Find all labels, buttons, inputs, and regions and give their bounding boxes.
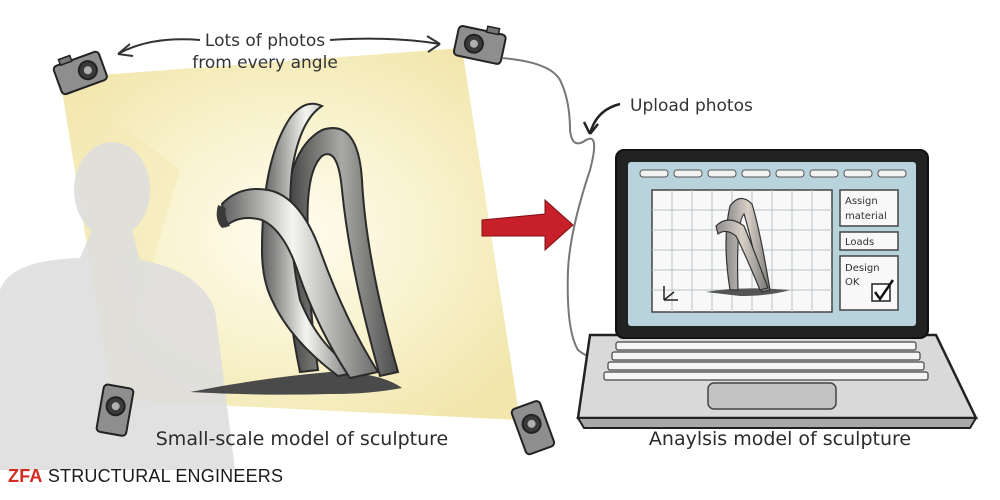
trackpad — [707, 382, 837, 410]
camera-top-right-icon — [452, 25, 507, 65]
camera-cable — [501, 57, 605, 360]
design-ok-panel[interactable]: Design OK — [839, 255, 899, 311]
assign-material-button[interactable]: Assign material — [839, 189, 899, 227]
mini-sculpture — [706, 197, 790, 296]
camera-bottom-left-icon — [95, 383, 135, 437]
loads-button[interactable]: Loads — [839, 231, 899, 251]
photos-label-line2: from every angle — [192, 53, 338, 73]
photos-annotation: Lots of photos from every angle — [117, 31, 441, 73]
sculpture-model — [190, 102, 402, 395]
design-label-line2: OK — [845, 277, 860, 288]
camera-top-left-icon — [52, 50, 108, 96]
person-silhouette — [0, 142, 235, 470]
upload-label: Upload photos — [630, 96, 753, 116]
camera-bottom-right-icon — [510, 400, 556, 456]
laptop: Assign material Loads Design OK — [576, 149, 978, 429]
red-arrow-icon — [481, 198, 574, 252]
brand-name: STRUCTURAL ENGINEERS — [47, 466, 284, 486]
keyboard — [603, 341, 929, 381]
checkbox-checked-icon — [871, 279, 895, 302]
upload-annotation: Upload photos — [582, 96, 753, 135]
analysis-caption: Anaylsis model of sculpture — [649, 428, 911, 450]
design-label-line1: Design — [845, 263, 880, 274]
model-caption: Small-scale model of sculpture — [156, 428, 448, 450]
photos-label-line1: Lots of photos — [205, 31, 325, 51]
brand-logo: ZFA STRUCTURAL ENGINEERS — [8, 466, 283, 487]
screen-tabs — [639, 169, 907, 178]
assign-label-line2: material — [845, 211, 887, 222]
assign-label-line1: Assign — [845, 196, 878, 207]
brand-acronym: ZFA — [8, 466, 43, 486]
loads-label: Loads — [845, 237, 874, 248]
axes-icon — [663, 286, 678, 301]
